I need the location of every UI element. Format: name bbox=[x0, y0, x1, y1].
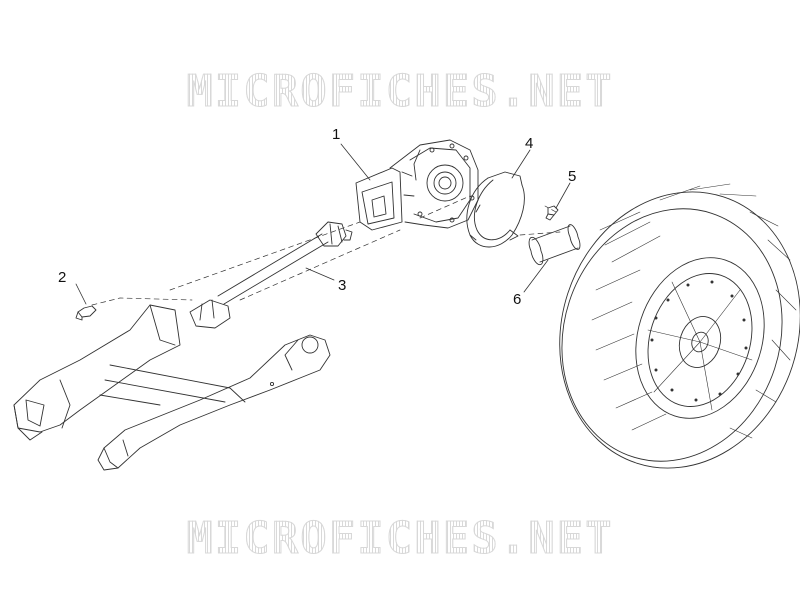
part-1-final-drive bbox=[355, 139, 479, 231]
part-4-cover-ring bbox=[466, 171, 525, 248]
swing-arm bbox=[13, 304, 331, 471]
callout-6: 6 bbox=[513, 291, 522, 308]
callout-1: 1 bbox=[332, 126, 341, 143]
rear-wheel bbox=[559, 183, 800, 469]
assembly-guide-lines bbox=[91, 195, 561, 306]
callout-5: 5 bbox=[568, 168, 577, 185]
callout-2: 2 bbox=[58, 269, 67, 286]
watermark-top: MICROFICHES.NET bbox=[0, 66, 800, 118]
part-6-spacer bbox=[528, 224, 581, 266]
part-3-drive-shaft bbox=[189, 221, 353, 329]
part-5-screw bbox=[545, 205, 559, 221]
callout-3: 3 bbox=[338, 277, 347, 294]
watermark-bottom: MICROFICHES.NET bbox=[0, 513, 800, 565]
part-2-bolt bbox=[75, 305, 97, 321]
callout-4: 4 bbox=[525, 135, 534, 152]
leader-lines bbox=[75, 143, 571, 305]
